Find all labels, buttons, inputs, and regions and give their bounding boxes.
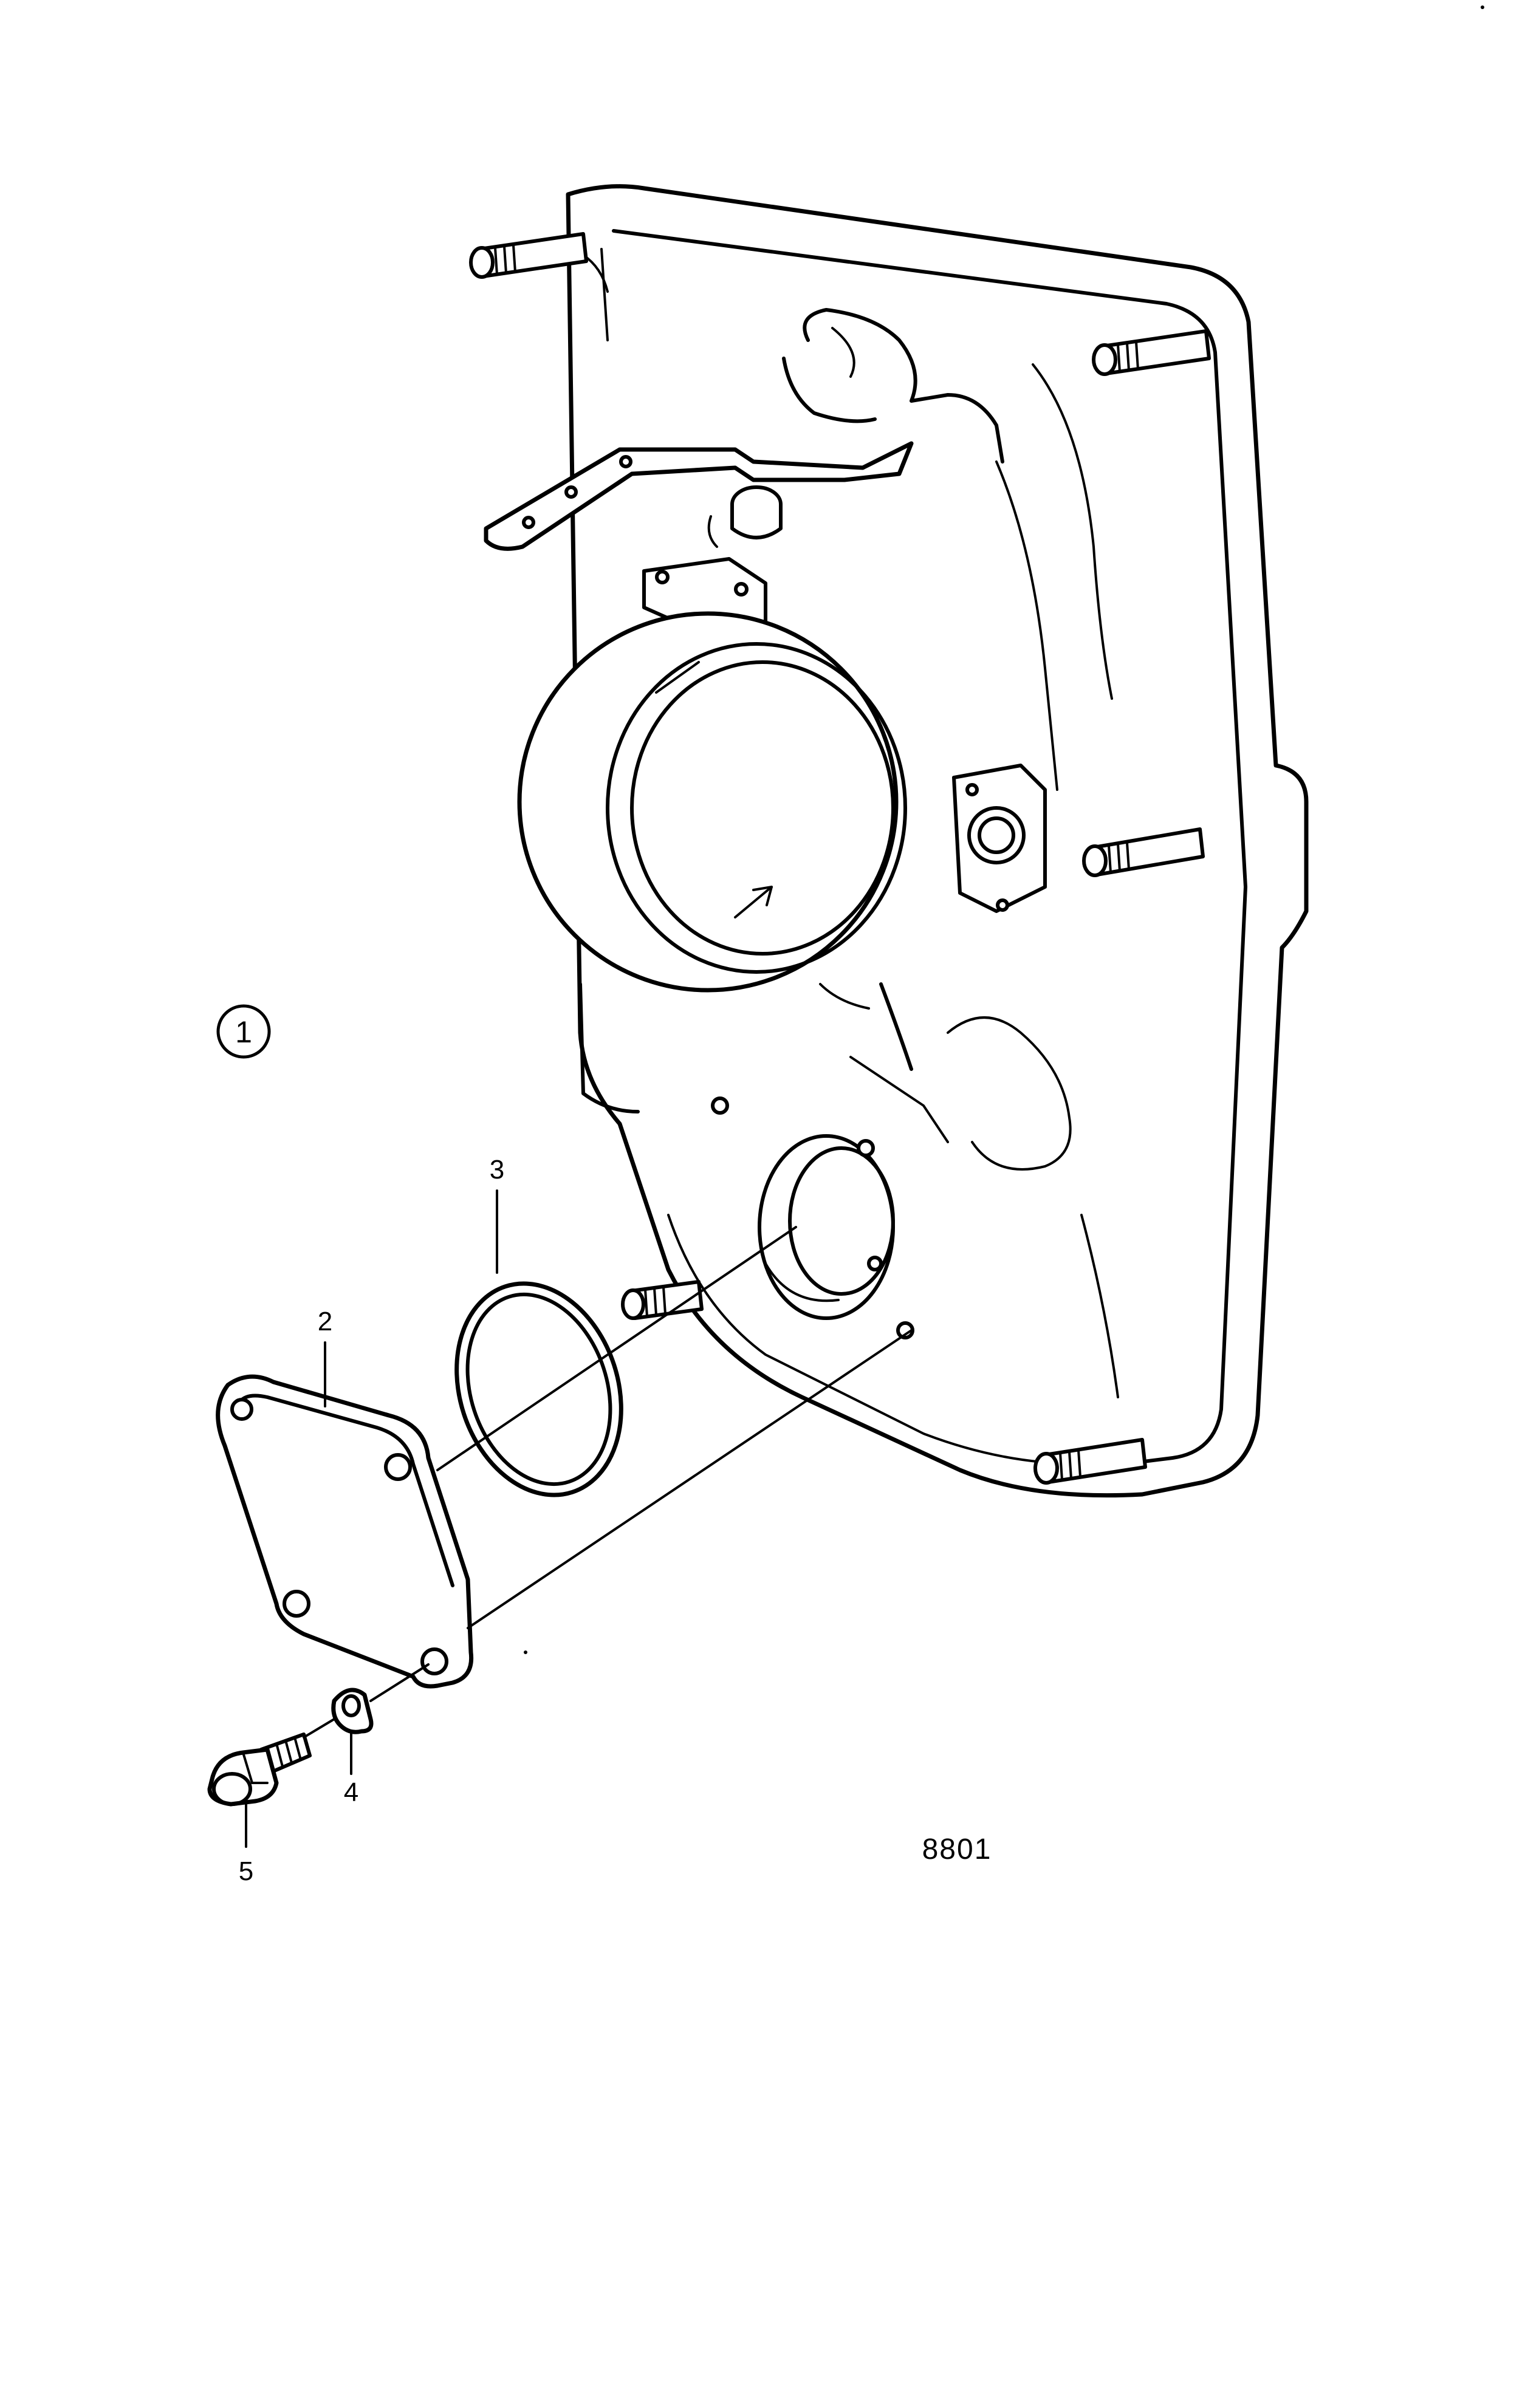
o-ring-callout-number: 3 xyxy=(490,1155,504,1185)
figure-number: 8801 xyxy=(922,1833,992,1866)
stud-lower-left xyxy=(621,1280,704,1320)
o-ring: 3 xyxy=(454,1155,623,1497)
flywheel-housing xyxy=(484,184,1309,1498)
scan-speck xyxy=(1481,5,1484,9)
assembly-callout: 1 xyxy=(216,1004,271,1059)
stud-top-left xyxy=(469,232,588,279)
assembly-lines xyxy=(303,1226,913,1739)
scan-speck xyxy=(524,1650,527,1654)
stud-bottom-right xyxy=(1033,1438,1147,1485)
hex-bolt: 5 xyxy=(207,1732,312,1886)
cover-plate-callout-number: 2 xyxy=(318,1307,332,1336)
assembly-callout-number: 1 xyxy=(235,1015,252,1049)
hex-bolt-callout-number: 5 xyxy=(239,1856,253,1886)
side-port xyxy=(952,764,1047,913)
lock-washer-callout-number: 4 xyxy=(344,1777,358,1807)
filler-plug xyxy=(707,485,783,548)
stud-middle-right xyxy=(1082,827,1205,877)
lower-bore xyxy=(711,1096,914,1339)
studs xyxy=(469,232,1211,1485)
stud-top-right xyxy=(1092,329,1211,376)
lock-washer: 4 xyxy=(331,1688,374,1807)
cover-plate: 2 xyxy=(216,1307,474,1689)
